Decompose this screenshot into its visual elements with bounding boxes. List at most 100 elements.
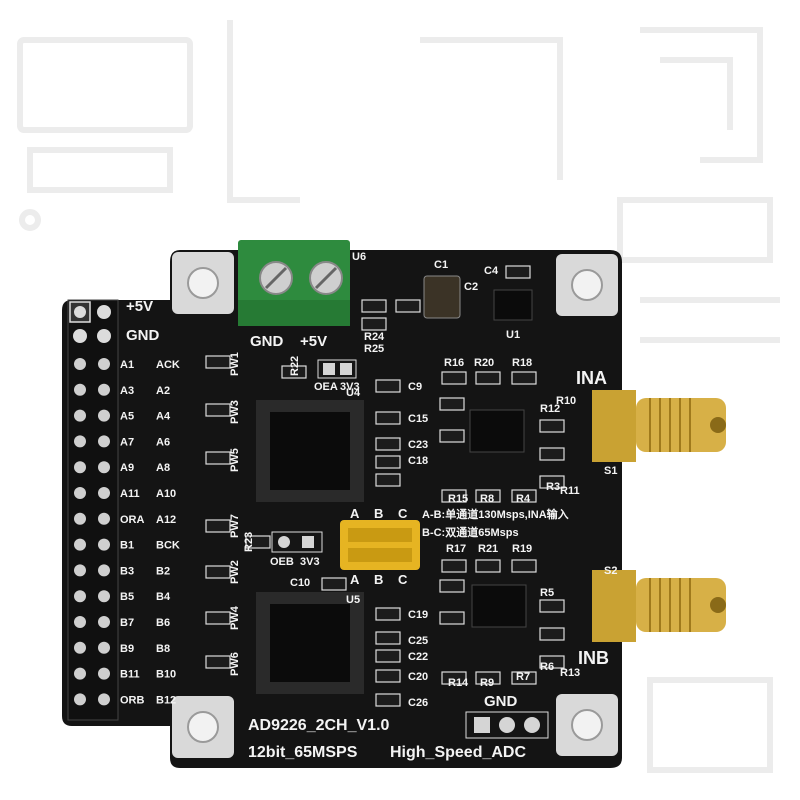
smd-pad xyxy=(475,371,501,385)
smd-pad xyxy=(475,671,501,685)
smd-pad xyxy=(439,397,465,411)
header-pin xyxy=(74,693,86,706)
inb-label: INB xyxy=(578,648,609,668)
jumper-c2-label: C xyxy=(398,572,408,587)
opamp-chip-upper xyxy=(469,409,525,453)
r22-label: R22 xyxy=(289,356,301,376)
c1-label: C1 xyxy=(434,259,448,271)
pin-label-left: B1 xyxy=(120,540,134,552)
smd-pad xyxy=(539,627,565,641)
smd-pad xyxy=(375,607,401,621)
power-terminal-block xyxy=(238,240,350,326)
adc-chip-u4 xyxy=(256,400,364,502)
regulator-chip xyxy=(493,289,533,321)
pin-label-right: ACK xyxy=(156,359,180,371)
r8-label: R8 xyxy=(480,493,494,505)
header-pin xyxy=(98,538,110,551)
smd-pad xyxy=(205,519,231,533)
smd-pad xyxy=(539,599,565,613)
sma-connector-inb xyxy=(592,570,726,642)
r21-label: R21 xyxy=(478,543,498,555)
header-pin xyxy=(74,512,86,525)
smd-pad xyxy=(539,655,565,669)
header-pin xyxy=(98,512,110,525)
smd-pad xyxy=(281,365,307,379)
r10-label: R10 xyxy=(556,395,576,407)
pin-label-right: B6 xyxy=(156,617,170,629)
oea-header xyxy=(317,359,357,379)
c15-label: C15 xyxy=(408,413,428,425)
pin-label-left: B3 xyxy=(120,565,134,577)
mounting-holes xyxy=(172,252,618,758)
smd-pad xyxy=(321,577,347,591)
smd-pad xyxy=(375,693,401,707)
pin-label-left: B11 xyxy=(120,669,140,681)
r18-label: R18 xyxy=(512,357,532,369)
smd-pad xyxy=(439,579,465,593)
header-pin xyxy=(98,358,110,370)
pin-label-right: B12 xyxy=(156,694,176,706)
smd-pad xyxy=(375,379,401,393)
pin-label-right: A4 xyxy=(156,411,171,423)
r4-label: R4 xyxy=(516,493,531,505)
pin-label-left: B7 xyxy=(120,617,134,629)
jumper-b-label: B xyxy=(374,506,383,521)
smd-pad xyxy=(441,559,467,573)
capacitor-c1 xyxy=(423,275,461,319)
header-pin xyxy=(98,667,110,680)
r6-label: R6 xyxy=(540,661,554,673)
smd-pad xyxy=(375,437,401,451)
u1-label: U1 xyxy=(506,329,520,341)
pin-label-left: A1 xyxy=(120,359,134,371)
pin-label-right: A10 xyxy=(156,488,176,500)
smd-pad xyxy=(441,489,467,503)
c18-label: C18 xyxy=(408,455,428,467)
smd-pad xyxy=(205,611,231,625)
pin-label-right: A12 xyxy=(156,514,176,526)
jumper-bc-note: B-C:双通道65Msps xyxy=(422,525,519,539)
smd-pad xyxy=(245,535,271,549)
r16-label: R16 xyxy=(444,357,464,369)
smd-pad xyxy=(511,489,537,503)
header-pin xyxy=(74,487,86,499)
smd-pad xyxy=(375,455,401,469)
terminal-5v-label: +5V xyxy=(300,333,327,350)
header-pin xyxy=(74,435,86,448)
pw7-label: PW7 xyxy=(229,514,241,538)
pin-label-left: ORA xyxy=(120,514,145,526)
opamp-chip-lower xyxy=(471,584,527,628)
smd-pad xyxy=(205,355,231,369)
r12-label: R12 xyxy=(540,403,560,415)
pw2-label: PW2 xyxy=(229,560,241,584)
r5-label: R5 xyxy=(540,587,554,599)
r24-label: R24 xyxy=(364,331,385,343)
jumper-ab-note: A-B:单通道130Msps,INA输入 xyxy=(422,507,569,521)
r19-label: R19 xyxy=(512,543,532,555)
u6-label: U6 xyxy=(352,251,366,263)
pin-label-left: A3 xyxy=(120,385,134,397)
smd-pad xyxy=(395,299,421,313)
c4-label: C4 xyxy=(484,265,499,277)
pin-label-right: A2 xyxy=(156,385,170,397)
smd-pad xyxy=(205,451,231,465)
background-traces xyxy=(17,20,780,773)
smd-pad xyxy=(475,489,501,503)
smd-pad xyxy=(511,671,537,685)
pw1-label: PW1 xyxy=(229,352,241,376)
pin-label-right: A8 xyxy=(156,462,170,474)
c2-label: C2 xyxy=(464,281,478,293)
r17-label: R17 xyxy=(446,543,466,555)
r23-label: R23 xyxy=(243,532,255,552)
smd-pad xyxy=(375,649,401,663)
terminal-gnd-label: GND xyxy=(250,333,284,350)
smd-pad xyxy=(439,611,465,625)
r25-label: R25 xyxy=(364,343,384,355)
c25-label: C25 xyxy=(408,635,428,647)
smd-pad xyxy=(375,631,401,645)
s2-label: S2 xyxy=(604,565,617,577)
header-pin xyxy=(98,461,110,474)
pw3-label: PW3 xyxy=(229,400,241,424)
smd-pad xyxy=(539,475,565,489)
oeb-header xyxy=(271,531,323,553)
